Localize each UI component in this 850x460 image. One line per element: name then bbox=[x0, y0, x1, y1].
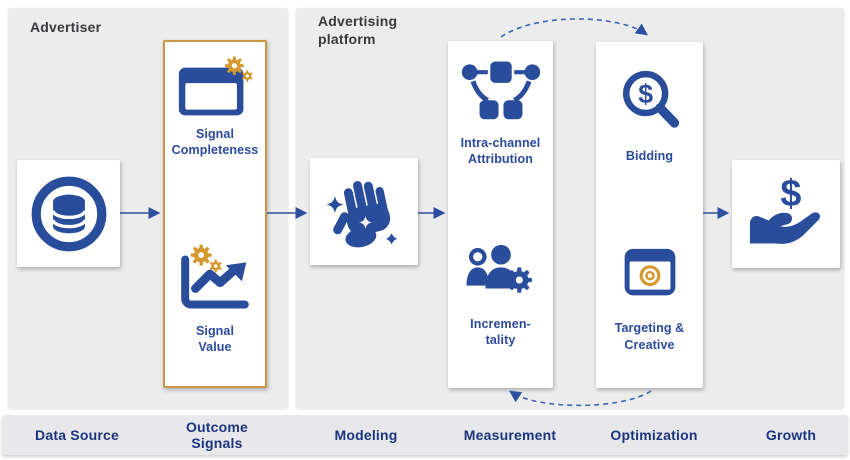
magnifier-dollar-icon: $ bbox=[622, 70, 679, 128]
target-icon bbox=[639, 265, 660, 287]
gear-icon bbox=[225, 56, 244, 76]
modeling-box bbox=[310, 158, 418, 265]
hand-holding-dollar-icon: $ bbox=[749, 172, 820, 244]
gear-icon bbox=[506, 266, 532, 293]
open-hand-shape bbox=[749, 212, 820, 244]
sparkle-icon bbox=[326, 195, 344, 213]
optimization-column: $ Bidding Targeting & Creative bbox=[596, 42, 703, 388]
database-icon bbox=[31, 176, 106, 251]
people-gear-icon bbox=[465, 244, 532, 293]
stage-label-measurement: Measurement bbox=[463, 426, 557, 443]
signal-value-label: Signal Value bbox=[195, 323, 235, 354]
growth-box: $ bbox=[732, 160, 840, 268]
targeting-creative-label: Targeting & Creative bbox=[614, 321, 685, 352]
bidding-label: Bidding bbox=[625, 149, 674, 163]
gear-icon-small bbox=[209, 258, 222, 273]
stage-label-data-source: Data Source bbox=[35, 426, 119, 443]
sparkle-icon bbox=[381, 228, 402, 248]
gear-icon bbox=[190, 244, 212, 266]
incrementality-label: Incremen- tality bbox=[470, 316, 531, 347]
measurement-column: Intra-channel Attribution Incremen- tali… bbox=[448, 41, 553, 388]
stage-label-optimization: Optimization bbox=[610, 426, 698, 443]
stage-label-modeling: Modeling bbox=[334, 426, 398, 443]
connected-nodes-icon bbox=[461, 61, 540, 120]
stage-label-growth: Growth bbox=[765, 426, 817, 443]
stage-bar: Data Source Outcome Signals Modeling Mea… bbox=[2, 415, 848, 455]
sparkle-icon bbox=[359, 215, 372, 229]
dollar-glyph: $ bbox=[780, 172, 801, 214]
stage-label-outcome-signals: Outcome Signals bbox=[185, 418, 249, 451]
intra-channel-attribution-label: Intra-channel Attribution bbox=[460, 136, 541, 167]
browser-target-icon bbox=[624, 249, 675, 296]
browser-window-gears-icon bbox=[178, 56, 253, 116]
hand-sparkles-icon bbox=[326, 180, 402, 248]
gear-icon-small bbox=[242, 70, 253, 82]
advertising-platform-panel-label: Advertising platform bbox=[318, 13, 398, 48]
dollar-glyph: $ bbox=[638, 79, 653, 109]
signal-completeness-label: Signal Completeness bbox=[171, 127, 259, 158]
data-source-box bbox=[17, 160, 120, 267]
growth-chart-gears-icon bbox=[181, 244, 249, 309]
advertiser-panel-label: Advertiser bbox=[30, 19, 102, 35]
outcome-signals-box: Signal Completeness bbox=[163, 40, 267, 388]
